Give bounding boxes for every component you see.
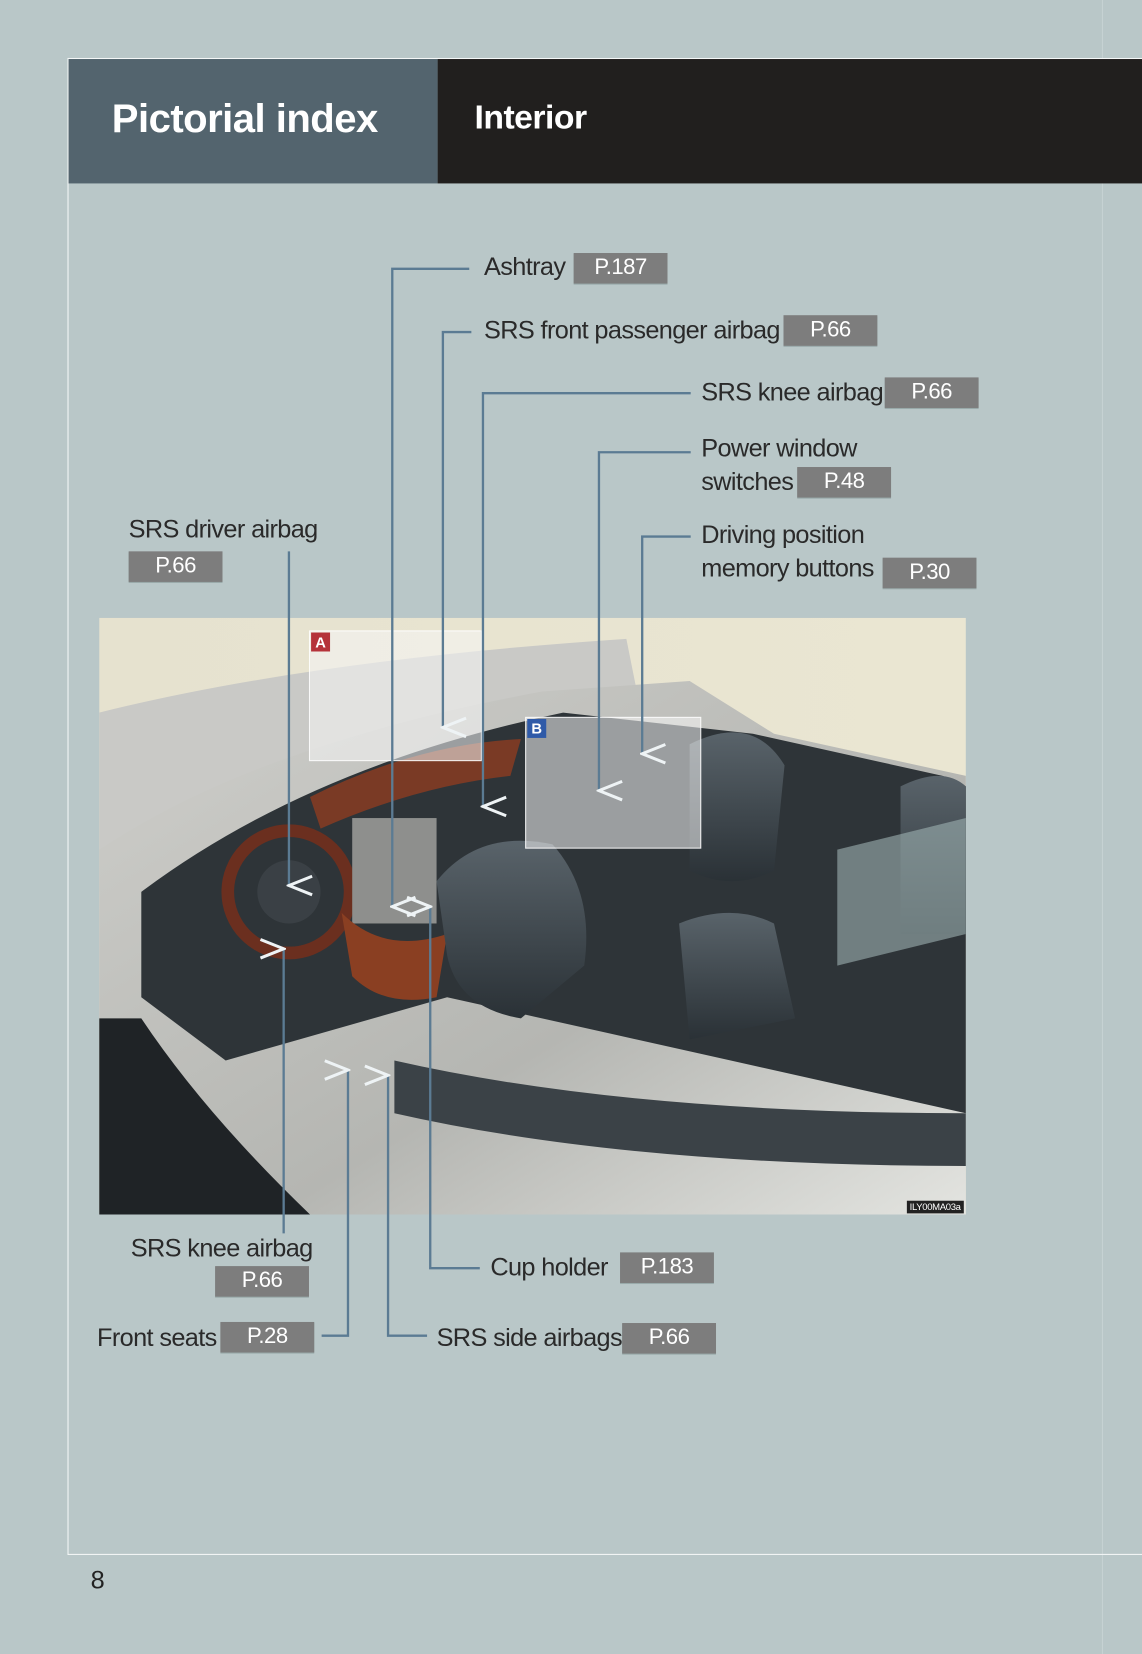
interior-photo: A B ILY00MA03a xyxy=(99,617,966,1215)
page-edge xyxy=(1101,0,1104,1654)
callout-knee-airbag-bottom-page[interactable]: P.66 xyxy=(215,1266,309,1297)
highlight-box-b xyxy=(525,716,702,849)
callout-front-seats-label: Front seats xyxy=(97,1324,217,1353)
content-frame xyxy=(67,57,1142,1555)
image-reference-code: ILY00MA03a xyxy=(906,1200,964,1214)
callout-front-passenger-airbag-label: SRS front passenger airbag xyxy=(484,316,781,345)
callout-ashtray-label: Ashtray xyxy=(484,253,566,282)
callout-cup-holder-label: Cup holder xyxy=(490,1253,608,1282)
callout-power-window-page[interactable]: P.48 xyxy=(797,467,892,498)
callout-driver-airbag-page[interactable]: P.66 xyxy=(128,551,223,582)
callout-side-airbags-page[interactable]: P.66 xyxy=(622,1323,717,1354)
callout-driving-memory-label-2: memory buttons xyxy=(701,554,874,583)
callout-driving-memory-label-1: Driving position xyxy=(701,520,865,550)
callout-cup-holder-page[interactable]: P.183 xyxy=(620,1252,714,1283)
callout-knee-airbag-top-label: SRS knee airbag xyxy=(701,378,884,407)
header-title-bar xyxy=(437,59,1142,184)
section-title: Pictorial index xyxy=(111,96,379,142)
callout-power-window-label-1: Power window xyxy=(701,434,857,463)
callout-front-passenger-airbag-page[interactable]: P.66 xyxy=(783,315,878,346)
marker-a: A xyxy=(311,632,331,652)
page-title: Interior xyxy=(474,98,588,136)
callout-ashtray-page[interactable]: P.187 xyxy=(573,253,668,284)
highlight-box-a xyxy=(308,630,482,762)
callout-driver-airbag-label: SRS driver airbag xyxy=(128,515,319,544)
car-interior-illustration xyxy=(99,617,966,1215)
marker-b: B xyxy=(527,718,547,738)
callout-front-seats-page[interactable]: P.28 xyxy=(220,1321,315,1353)
callout-driving-memory-page[interactable]: P.30 xyxy=(882,557,977,589)
callout-side-airbags-label: SRS side airbags xyxy=(436,1324,623,1353)
callout-power-window-label-2: switches xyxy=(701,468,794,497)
callout-knee-airbag-top-page[interactable]: P.66 xyxy=(884,377,979,408)
callout-knee-airbag-bottom-label: SRS knee airbag xyxy=(130,1234,313,1263)
header-section-bar xyxy=(68,59,438,184)
page-number: 8 xyxy=(90,1566,105,1596)
